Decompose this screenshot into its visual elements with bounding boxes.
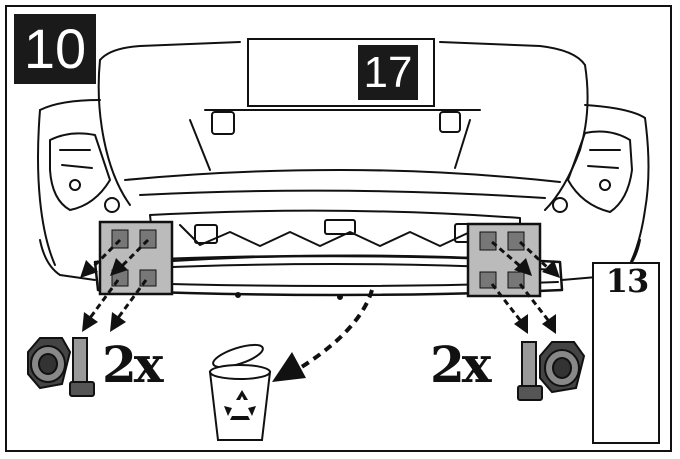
tool-box	[592, 262, 660, 444]
right-removal-arrows	[490, 240, 550, 321]
recycle-symbol	[224, 390, 256, 420]
body-left-side	[97, 59, 131, 206]
tool-size-label: 13	[605, 262, 650, 300]
bolt-icon	[69, 337, 95, 397]
right-arrow-heads	[514, 258, 560, 334]
bolt-icon	[517, 341, 543, 401]
instruction-frame	[5, 5, 672, 452]
right-quantity-label: 2x	[430, 335, 492, 394]
body-right-side	[544, 64, 589, 211]
step-number-badge: 10	[14, 14, 96, 84]
discard-arrow	[298, 289, 374, 370]
reference-page-number: 17	[358, 45, 418, 100]
left-removal-arrows	[88, 238, 150, 319]
left-mount-highlight	[98, 220, 174, 296]
left-arrow-heads	[80, 258, 128, 332]
nut-icon	[27, 337, 72, 390]
right-mount-highlight	[466, 222, 542, 298]
bumper-carrier	[149, 209, 521, 263]
left-quantity-label: 2x	[102, 335, 164, 394]
recycle-bin-icon	[208, 343, 272, 441]
nut-icon	[539, 341, 586, 394]
cargo-floor	[124, 169, 561, 183]
rear-panel	[39, 99, 646, 119]
tailgate-opening	[99, 41, 586, 66]
